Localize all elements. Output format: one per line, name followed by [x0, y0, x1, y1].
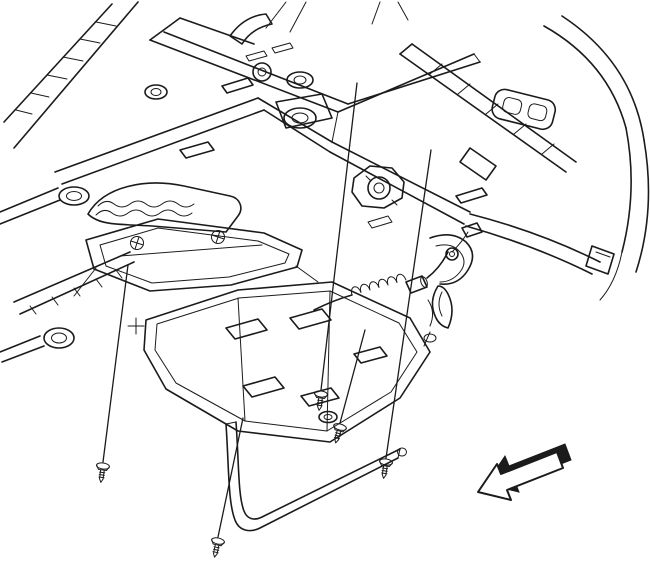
center-mount — [351, 165, 405, 209]
bolt-leader-4 — [385, 149, 432, 459]
front-shield-plate — [85, 218, 303, 292]
shield-bolt-head — [211, 230, 225, 244]
tank-retaining-strap — [225, 421, 407, 532]
direction-arrow — [477, 443, 572, 501]
bolt-leader-1 — [102, 264, 129, 463]
fasteners — [93, 82, 432, 560]
bolt-leader-2 — [217, 417, 244, 538]
heat-shield — [87, 182, 242, 233]
ladder-bracket — [491, 88, 557, 131]
direction-arrow-face — [477, 451, 564, 501]
bolt-1 — [93, 461, 111, 484]
parking-brake-cable-assembly — [313, 222, 483, 347]
bolt-3 — [312, 389, 329, 412]
bolt-leader-5 — [339, 329, 366, 424]
shield-bolt-head — [130, 236, 144, 250]
cable-spring — [350, 273, 407, 296]
bolt-leader-3 — [320, 82, 358, 391]
floor-pan-structure — [0, 1, 650, 363]
fuel-tank-shield-plate — [143, 281, 431, 443]
bolt-2 — [207, 536, 226, 560]
